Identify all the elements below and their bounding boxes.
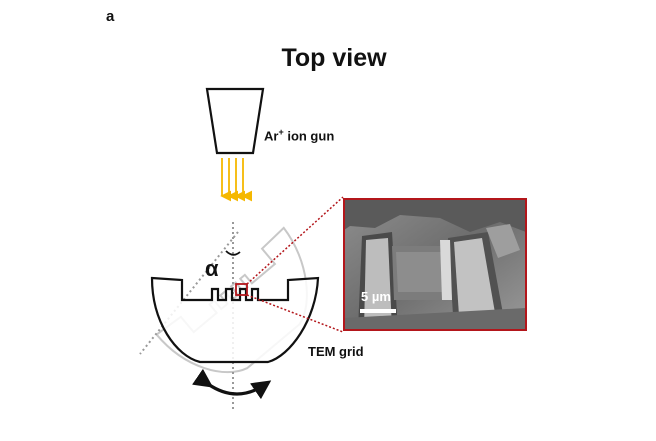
tem-grid-icon [150,276,320,364]
diagram-title: Top view [281,44,387,72]
region-marker [235,283,248,296]
panel-letter: a [106,8,115,25]
angle-arc [225,250,241,256]
zoom-guide-lines [246,196,344,333]
scale-bar [360,309,396,313]
tem-grid-label: TEM grid [308,344,364,359]
ion-gun-label: Ar+ ion gun [264,127,335,144]
scale-bar-label: 5 µm [361,289,391,304]
ion-beam-arrows-icon [220,158,252,202]
angle-alpha-label: α [205,256,219,281]
rotation-arrow-icon [192,368,272,400]
sem-inset-image [343,198,527,331]
ion-gun-icon [205,87,265,155]
